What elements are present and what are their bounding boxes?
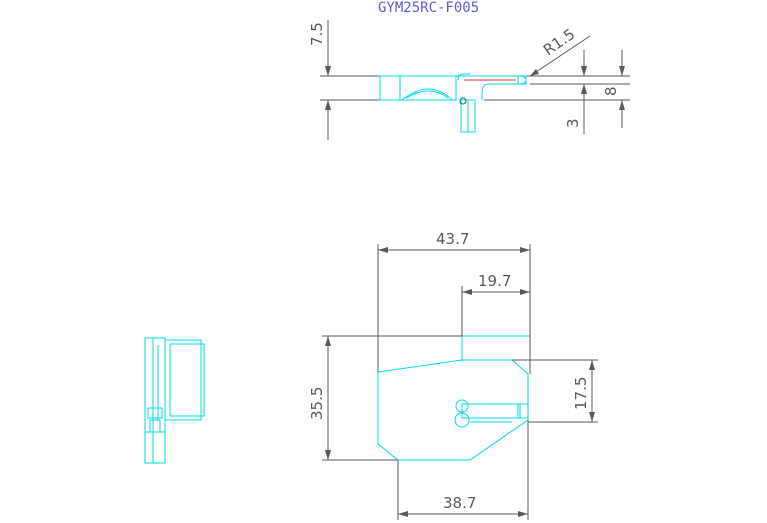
- dim-width-38-7: 38.7: [397, 420, 529, 520]
- dim-width-19-7: 19.7: [461, 272, 530, 336]
- dim-label-7-5: 7.5: [308, 22, 326, 46]
- dim-label-43-7: 43.7: [436, 230, 469, 248]
- front-view: 43.7 19.7 35.5 17.5: [308, 230, 598, 520]
- top-view-part: [379, 73, 527, 133]
- dim-label-8: 8: [602, 86, 620, 96]
- dim-right-top-view: 8 3: [484, 50, 630, 134]
- dim-label-35-5: 35.5: [308, 387, 326, 420]
- dim-height-17-5: 17.5: [512, 359, 598, 423]
- drawing-title: GYM25RC-F005: [378, 0, 479, 16]
- dim-height-35-5: 35.5: [308, 335, 462, 461]
- dim-label-19-7: 19.7: [478, 272, 511, 290]
- top-view: 7.5 R1.5: [308, 20, 630, 140]
- dim-label-3: 3: [564, 118, 582, 128]
- dim-label-r1-5: R1.5: [540, 25, 578, 59]
- dim-label-38-7: 38.7: [443, 494, 476, 512]
- front-view-outline: [377, 359, 529, 461]
- dim-label-17-5: 17.5: [572, 377, 590, 410]
- side-view: [144, 337, 205, 464]
- dim-width-43-7: 43.7: [377, 230, 531, 374]
- dim-radius: R1.5: [529, 25, 591, 77]
